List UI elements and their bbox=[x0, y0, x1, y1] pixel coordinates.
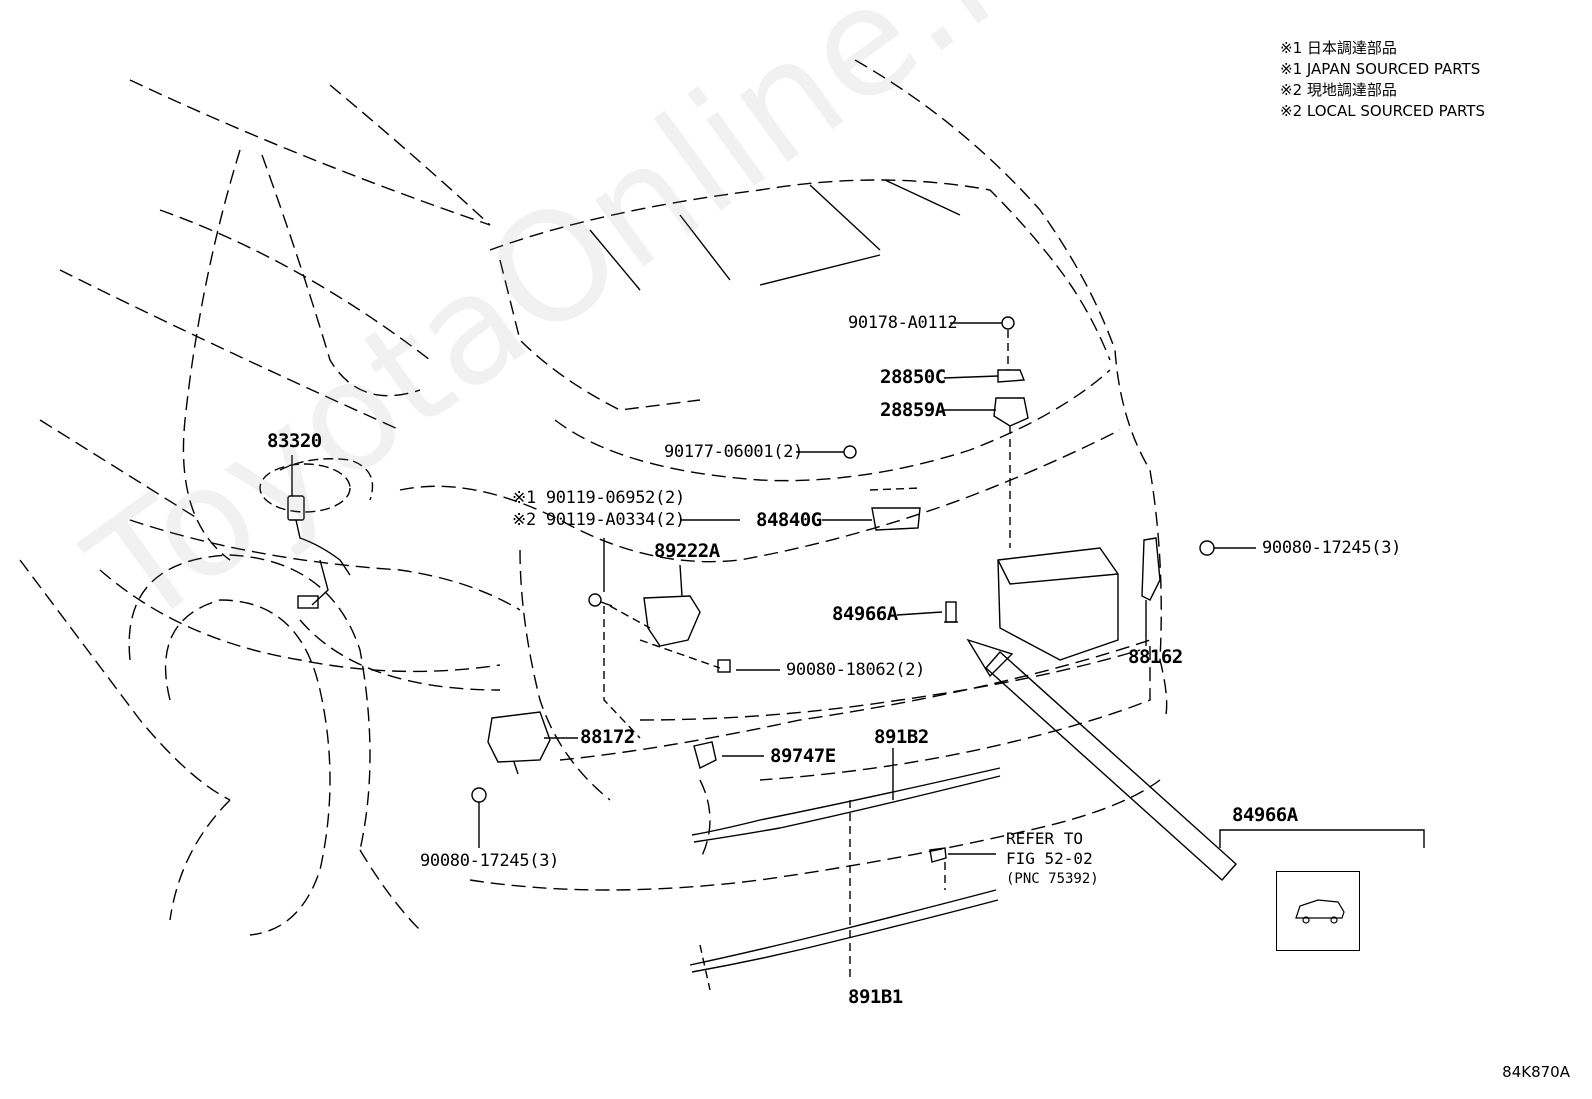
label-28859a: 28859A bbox=[880, 399, 946, 421]
part-28859a-bracket bbox=[993, 397, 1029, 427]
part-89222a-bracket bbox=[643, 595, 701, 647]
note-2-jp: ※2 現地調達部品 bbox=[1280, 81, 1397, 99]
label-84966a: 84966A bbox=[832, 603, 898, 625]
label-84966a-inset: 84966A bbox=[1232, 804, 1298, 826]
assembly-lines bbox=[603, 330, 1011, 991]
note-2-en: ※2 LOCAL SOURCED PARTS bbox=[1280, 102, 1485, 120]
label-90178-a0112: 90178-A0112 bbox=[848, 313, 958, 333]
vehicle-body-outline bbox=[19, 59, 1168, 891]
label-90080-17245-left: 90080-17245(3) bbox=[420, 851, 560, 871]
part-84840g-switch bbox=[869, 487, 921, 531]
refer-line-3: (PNC 75392) bbox=[1006, 871, 1099, 887]
label-891b2: 891B2 bbox=[874, 726, 929, 748]
fuel-door-outline bbox=[259, 458, 374, 513]
direction-arrow bbox=[966, 638, 1237, 881]
part-refer-clip bbox=[929, 847, 947, 863]
part-90177-nut bbox=[843, 445, 857, 459]
part-90080-bottom-nut bbox=[471, 787, 487, 803]
part-89747e-sensor bbox=[693, 741, 717, 770]
leader-lines bbox=[291, 322, 1256, 855]
label-89747e: 89747E bbox=[770, 745, 836, 767]
label-88162: 88162 bbox=[1128, 646, 1183, 668]
label-90080-18062: 90080-18062(2) bbox=[786, 660, 926, 680]
rear-wheel-outline bbox=[128, 554, 421, 936]
refer-line-1: REFER TO bbox=[1006, 829, 1084, 848]
label-88172: 88172 bbox=[580, 726, 635, 748]
rear-glass-lines bbox=[589, 179, 961, 291]
vehicle-icon bbox=[1295, 899, 1345, 924]
label-84840g: 84840G bbox=[756, 509, 822, 531]
note-1-jp: ※1 日本調達部品 bbox=[1280, 39, 1397, 57]
part-84966a-sensor bbox=[944, 601, 958, 623]
part-891b1-wire bbox=[689, 889, 999, 973]
part-88172-module bbox=[487, 711, 551, 775]
label-891b1: 891B1 bbox=[848, 986, 903, 1008]
part-891b2-wire bbox=[691, 767, 1001, 843]
part-battery bbox=[997, 547, 1119, 661]
part-90080-18062-nut bbox=[717, 659, 731, 673]
figure-code: 84K870A bbox=[1502, 1063, 1570, 1081]
label-90119-06952: ※1 90119-06952(2) bbox=[512, 488, 685, 508]
part-88162-sensor bbox=[1141, 537, 1161, 601]
inset-bracket bbox=[1219, 829, 1425, 848]
part-83320-sensor bbox=[287, 495, 351, 609]
vehicle-icon-box bbox=[1276, 871, 1360, 951]
refer-line-2: FIG 52-02 bbox=[1006, 849, 1093, 868]
part-90178-nut bbox=[1001, 316, 1015, 330]
part-90119-bolt bbox=[588, 593, 613, 607]
note-1-en: ※1 JAPAN SOURCED PARTS bbox=[1280, 60, 1481, 78]
label-89222a: 89222A bbox=[654, 540, 720, 562]
label-90080-17245-right: 90080-17245(3) bbox=[1262, 538, 1402, 558]
part-90080-top-nut bbox=[1199, 540, 1215, 556]
label-28850c: 28850C bbox=[880, 366, 946, 388]
label-90177-06001: 90177-06001(2) bbox=[664, 442, 804, 462]
part-28850c-clip bbox=[997, 369, 1026, 383]
label-83320: 83320 bbox=[267, 430, 322, 452]
label-90119-a0334: ※2 90119-A0334(2) bbox=[512, 510, 685, 530]
